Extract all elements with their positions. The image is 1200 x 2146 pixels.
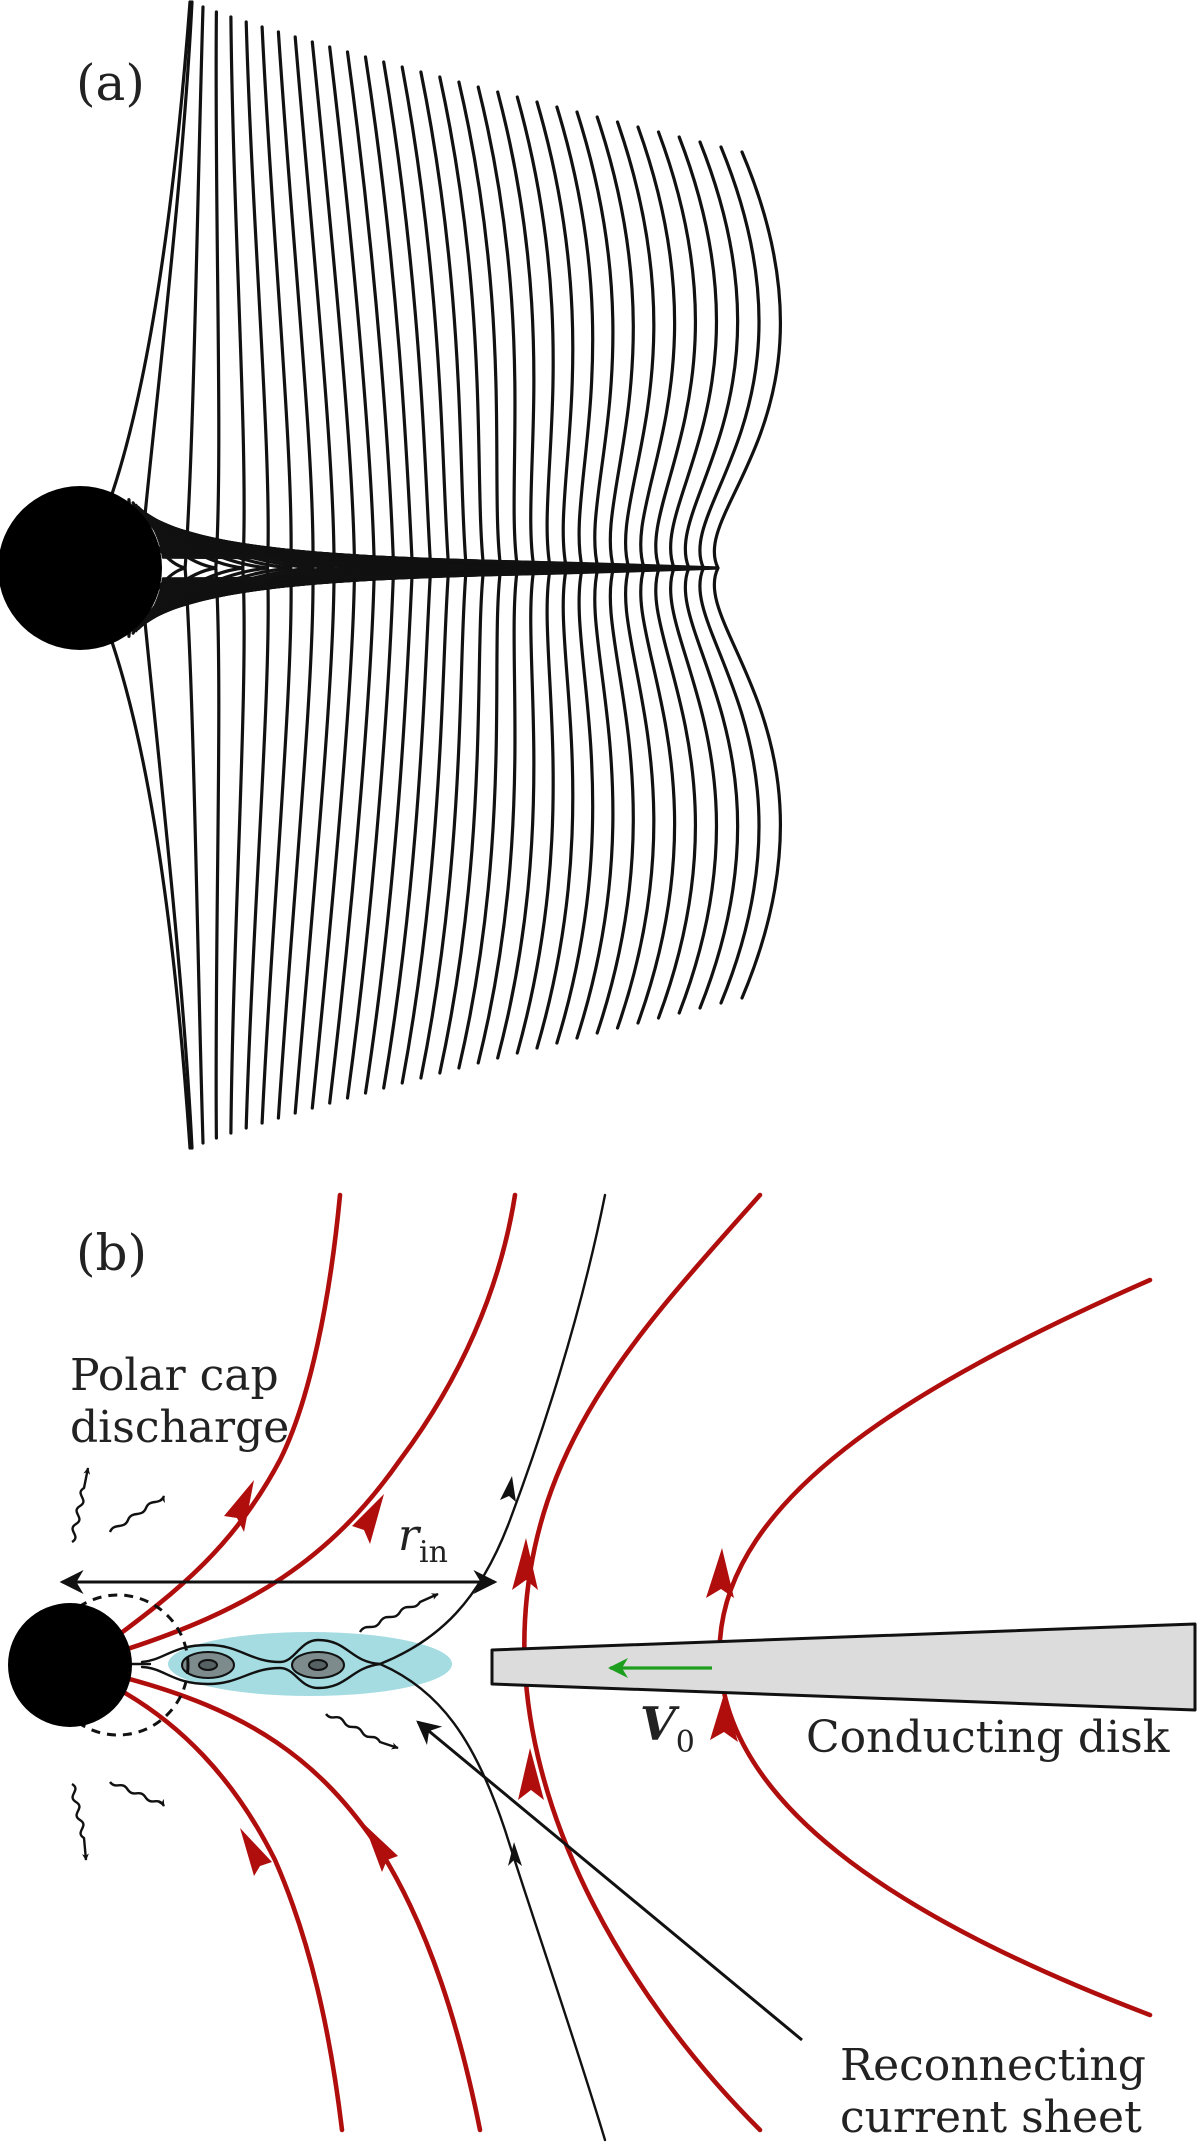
current-sheet-pointer-arrow <box>416 1720 803 2042</box>
reconnecting-label-line2: current sheet <box>840 2092 1142 2143</box>
separatrix-upper <box>378 1193 607 1666</box>
field-line-open <box>115 1192 518 1655</box>
photon-arrow <box>109 1781 166 1807</box>
field-line-closed <box>698 145 761 1005</box>
field-direction-arrow <box>710 1694 738 1742</box>
polar-cap-label-line2: discharge <box>70 1402 289 1453</box>
photon-arrow <box>358 1592 439 1633</box>
velocity-label: V0 <box>640 1697 695 1760</box>
photon-arrow <box>71 1467 91 1544</box>
photon-emission-arrows <box>71 1467 439 1861</box>
field-direction-arrow <box>224 1480 254 1532</box>
polar-cap-label-line1: Polar cap <box>70 1350 279 1401</box>
field-line-closed <box>555 105 595 1045</box>
plasmoid-core <box>308 1659 328 1671</box>
plasmoid-core <box>198 1659 218 1671</box>
field-line-outermost <box>110 0 192 1150</box>
current-sheet <box>126 1638 382 1690</box>
field-line-open <box>115 1673 483 2133</box>
field-direction-arrow <box>512 1538 538 1590</box>
field-direction-arrow <box>240 1828 272 1876</box>
r-in-label: rin <box>398 1510 448 1570</box>
field-direction-arrow <box>352 1494 384 1544</box>
panel-a-label: (a) <box>76 54 145 112</box>
field-line-open <box>102 1679 345 2133</box>
panel-b-label: (b) <box>76 1224 147 1282</box>
field-line-disk <box>522 1192 763 2133</box>
panel-a-field-lines <box>110 0 783 1150</box>
photon-arrow <box>108 1495 166 1533</box>
photon-arrow <box>71 1782 89 1861</box>
conducting-disk <box>490 1622 1197 1712</box>
reconnecting-label-line1: Reconnecting <box>840 2040 1146 2091</box>
central-star-a <box>0 486 162 650</box>
field-line-open <box>102 1192 343 1648</box>
field-direction-arrow <box>518 1748 544 1800</box>
field-line-closed <box>615 120 656 1030</box>
separatrix-arrow <box>500 1476 516 1502</box>
field-direction-arrow <box>364 1824 398 1872</box>
separatrix-arrow <box>508 1842 522 1866</box>
polar-cap-circle <box>46 1593 190 1737</box>
field-line-closed <box>712 150 783 1000</box>
conducting-disk-label: Conducting disk <box>806 1712 1170 1763</box>
photon-arrow <box>325 1713 399 1750</box>
field-direction-arrow <box>706 1548 734 1598</box>
panel-a: (a) <box>0 0 783 1150</box>
current-sheet-lower <box>140 1662 382 1690</box>
current-sheet-upper <box>140 1638 382 1666</box>
separatrix-lower <box>378 1662 607 2142</box>
field-line-footpoint <box>161 555 719 581</box>
panel-b: (b) Polar cap discharge <box>8 1192 1197 2143</box>
field-line-closed <box>654 130 698 1020</box>
central-star-b <box>8 1603 132 1727</box>
